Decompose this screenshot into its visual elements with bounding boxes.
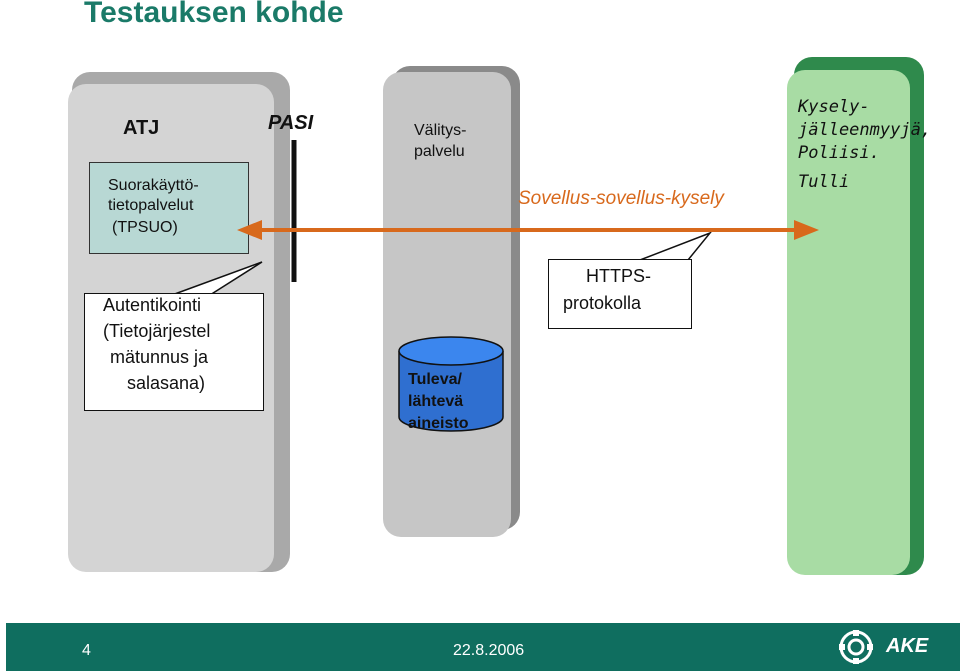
valitys-label-1: Välitys- bbox=[414, 122, 467, 139]
kysely-line-2: jälleenmyyjä, bbox=[798, 120, 932, 140]
database-icon bbox=[398, 336, 504, 432]
tpsuo-line-2: tietopalvelut bbox=[108, 197, 194, 214]
auth-line-3: mätunnus ja bbox=[110, 347, 209, 367]
arrowhead-right bbox=[794, 220, 819, 240]
tpsuo-line-1: Suorakäyttö- bbox=[108, 177, 199, 194]
ake-logo-icon bbox=[839, 630, 873, 664]
footer-bar: 4 22.8.2006 AKE bbox=[6, 623, 960, 671]
db-line-2: lähtevä bbox=[408, 393, 464, 410]
valitys-label-2: palvelu bbox=[414, 143, 465, 160]
tpsuo-line-3: (TPSUO) bbox=[112, 219, 178, 236]
page-number: 4 bbox=[82, 642, 91, 659]
arrow-label: Sovellus-sovellus-kysely bbox=[518, 188, 724, 209]
auth-callout bbox=[84, 293, 264, 411]
kysely-line-1: Kysely- bbox=[798, 97, 870, 117]
db-line-1: Tuleva/ bbox=[408, 371, 462, 388]
https-line-2: protokolla bbox=[563, 293, 642, 313]
arrowhead-left bbox=[237, 220, 262, 240]
auth-line-2: (Tietojärjestel bbox=[103, 321, 211, 341]
pasi-label: PASI bbox=[268, 112, 314, 134]
ake-logo-text: AKE bbox=[886, 635, 929, 657]
page-title: Testauksen kohde bbox=[84, 0, 344, 29]
auth-line-1: Autentikointi bbox=[103, 295, 202, 315]
footer-date: 22.8.2006 bbox=[453, 642, 525, 659]
https-line-1: HTTPS- bbox=[586, 266, 651, 286]
kysely-line-4: Tulli bbox=[798, 172, 850, 192]
atj-label: ATJ bbox=[123, 117, 160, 139]
auth-line-4: salasana) bbox=[127, 373, 206, 393]
kysely-line-3: Poliisi. bbox=[798, 143, 880, 163]
auth-callout-pointer bbox=[171, 261, 263, 296]
https-callout-pointer bbox=[639, 231, 713, 261]
db-line-3: aineisto bbox=[408, 415, 469, 432]
https-callout bbox=[548, 259, 692, 329]
tpsuo-box bbox=[89, 162, 249, 254]
